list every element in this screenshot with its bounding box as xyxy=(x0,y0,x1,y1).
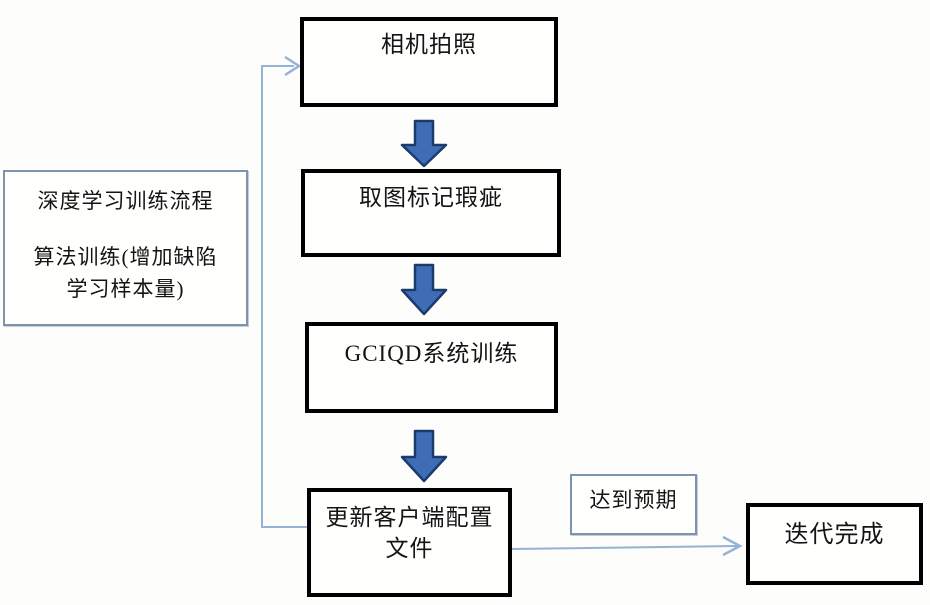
node-mark-defects: 取图标记瑕疵 xyxy=(301,169,561,257)
node-iteration-done: 迭代完成 xyxy=(746,503,923,585)
node-mark-defects-label: 取图标记瑕疵 xyxy=(359,185,503,210)
node-camera-capture: 相机拍照 xyxy=(300,17,558,107)
node-gciqd-training: GCIQD系统训练 xyxy=(305,322,558,413)
node-gciqd-training-label: GCIQD系统训练 xyxy=(344,341,519,366)
note-line-2: 算法训练(增加缺陷 xyxy=(33,245,218,269)
node-process-note: 深度学习训练流程 算法训练(增加缺陷 学习样本量) xyxy=(3,170,248,326)
node-update-config: 更新客户端配置 文件 xyxy=(307,488,512,597)
note-gap xyxy=(5,217,246,241)
block-arrow-down-3 xyxy=(400,429,448,483)
feedback-connector-line xyxy=(261,65,307,528)
note-line-1: 深度学习训练流程 xyxy=(37,189,214,213)
node-iteration-done-label: 迭代完成 xyxy=(784,522,885,548)
note-line-3: 学习样本量) xyxy=(66,277,185,301)
node-branch-label-expectation-text: 达到预期 xyxy=(589,488,678,512)
node-update-config-label-line1: 更新客户端配置 xyxy=(325,505,494,530)
node-camera-capture-label: 相机拍照 xyxy=(381,32,477,57)
done-connector-line xyxy=(511,545,738,550)
block-arrow-down-1 xyxy=(400,119,448,168)
feedback-arrowhead-icon xyxy=(284,55,302,77)
node-branch-label-expectation: 达到预期 xyxy=(570,474,697,535)
block-arrow-down-2 xyxy=(400,263,448,316)
done-arrowhead-icon xyxy=(722,535,743,557)
node-update-config-label-line2: 文件 xyxy=(385,536,434,561)
